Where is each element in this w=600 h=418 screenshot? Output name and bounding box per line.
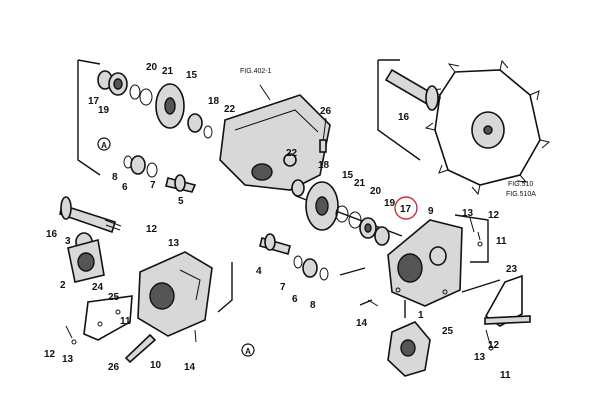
callout-8: 8 bbox=[112, 172, 118, 183]
svg-text:A: A bbox=[245, 347, 251, 356]
callout-9: 9 bbox=[428, 206, 434, 217]
callout-15: 15 bbox=[186, 70, 198, 81]
callout-11: 11 bbox=[500, 370, 511, 381]
guide-line-top-left bbox=[77, 60, 101, 176]
callout-13: 13 bbox=[62, 354, 74, 365]
callout-12: 12 bbox=[488, 340, 500, 351]
bracket-24 bbox=[83, 295, 133, 341]
callout-18: 18 bbox=[208, 96, 220, 107]
callout-21: 21 bbox=[354, 178, 366, 189]
callout-18: 18 bbox=[318, 160, 330, 171]
callout-12: 12 bbox=[146, 224, 158, 235]
ring-7-top bbox=[146, 162, 158, 178]
callout-21: 21 bbox=[162, 66, 174, 77]
fig-ref-510: FIG.510 bbox=[508, 181, 533, 188]
fig-ref-402: FIG.402-1 bbox=[240, 68, 272, 75]
callout-20: 20 bbox=[370, 186, 382, 197]
washer-20-top bbox=[129, 84, 141, 100]
bearing-6-mid bbox=[302, 258, 318, 278]
callout-24: 24 bbox=[92, 282, 104, 293]
washer-20-mid bbox=[348, 211, 362, 229]
callout-7: 7 bbox=[150, 180, 156, 191]
callout-16: 16 bbox=[46, 229, 58, 240]
callout-10: 10 bbox=[150, 360, 162, 371]
callout-13: 13 bbox=[462, 208, 474, 219]
bearing-22-mid bbox=[283, 153, 297, 167]
callout-17: 17 bbox=[400, 204, 412, 215]
housing-10 bbox=[137, 251, 213, 337]
callout-23: 23 bbox=[506, 264, 518, 275]
fig-ref-510a: FIG.510A bbox=[506, 191, 536, 198]
callout-12: 12 bbox=[488, 210, 500, 221]
main-housing bbox=[219, 94, 331, 191]
callout-25: 25 bbox=[442, 326, 454, 337]
bearing-18-top bbox=[187, 113, 203, 133]
callout-22: 22 bbox=[286, 148, 298, 159]
callout-11: 11 bbox=[496, 236, 507, 247]
callout-12: 12 bbox=[44, 349, 56, 360]
callout-8: 8 bbox=[310, 300, 316, 311]
ring-22-top bbox=[203, 125, 213, 139]
callout-7: 7 bbox=[280, 282, 286, 293]
callout-22: 22 bbox=[224, 104, 236, 115]
housing-9 bbox=[387, 219, 463, 307]
callout-25: 25 bbox=[108, 292, 120, 303]
callout-17: 17 bbox=[88, 96, 100, 107]
pin-26-lower bbox=[124, 333, 157, 364]
callout-4: 4 bbox=[256, 266, 262, 277]
guide-line-top-right bbox=[377, 60, 421, 161]
callout-3: 3 bbox=[65, 236, 71, 247]
callout-5: 5 bbox=[178, 196, 184, 207]
callout-26: 26 bbox=[108, 362, 120, 373]
marker-a-top: A bbox=[97, 137, 111, 151]
callout-14: 14 bbox=[184, 362, 196, 373]
callout-11: 11 bbox=[120, 316, 131, 327]
ring-7-mid bbox=[293, 255, 303, 269]
callout-6: 6 bbox=[292, 294, 298, 305]
bearing-6-top bbox=[130, 155, 146, 175]
wheel-assembly bbox=[424, 59, 551, 196]
callout-19: 19 bbox=[98, 105, 110, 116]
bearing-18-mid bbox=[291, 179, 305, 197]
marker-a-bottom: A bbox=[241, 343, 255, 357]
ring-21-mid bbox=[335, 205, 349, 223]
ring-21-top bbox=[139, 88, 153, 106]
callout-16: 16 bbox=[398, 112, 410, 123]
bearing-17-mid bbox=[374, 226, 390, 246]
callout-13: 13 bbox=[474, 352, 486, 363]
callout-1: 1 bbox=[418, 310, 424, 321]
callout-26: 26 bbox=[320, 106, 332, 117]
svg-text:A: A bbox=[101, 141, 107, 150]
highlight-callout-17 bbox=[394, 196, 418, 220]
callout-20: 20 bbox=[146, 62, 158, 73]
callout-13: 13 bbox=[168, 238, 180, 249]
callout-19: 19 bbox=[384, 198, 396, 209]
callout-14: 14 bbox=[356, 318, 368, 329]
callout-6: 6 bbox=[122, 182, 128, 193]
callout-2: 2 bbox=[60, 280, 66, 291]
ring-8-mid bbox=[319, 267, 329, 281]
callout-15: 15 bbox=[342, 170, 354, 181]
